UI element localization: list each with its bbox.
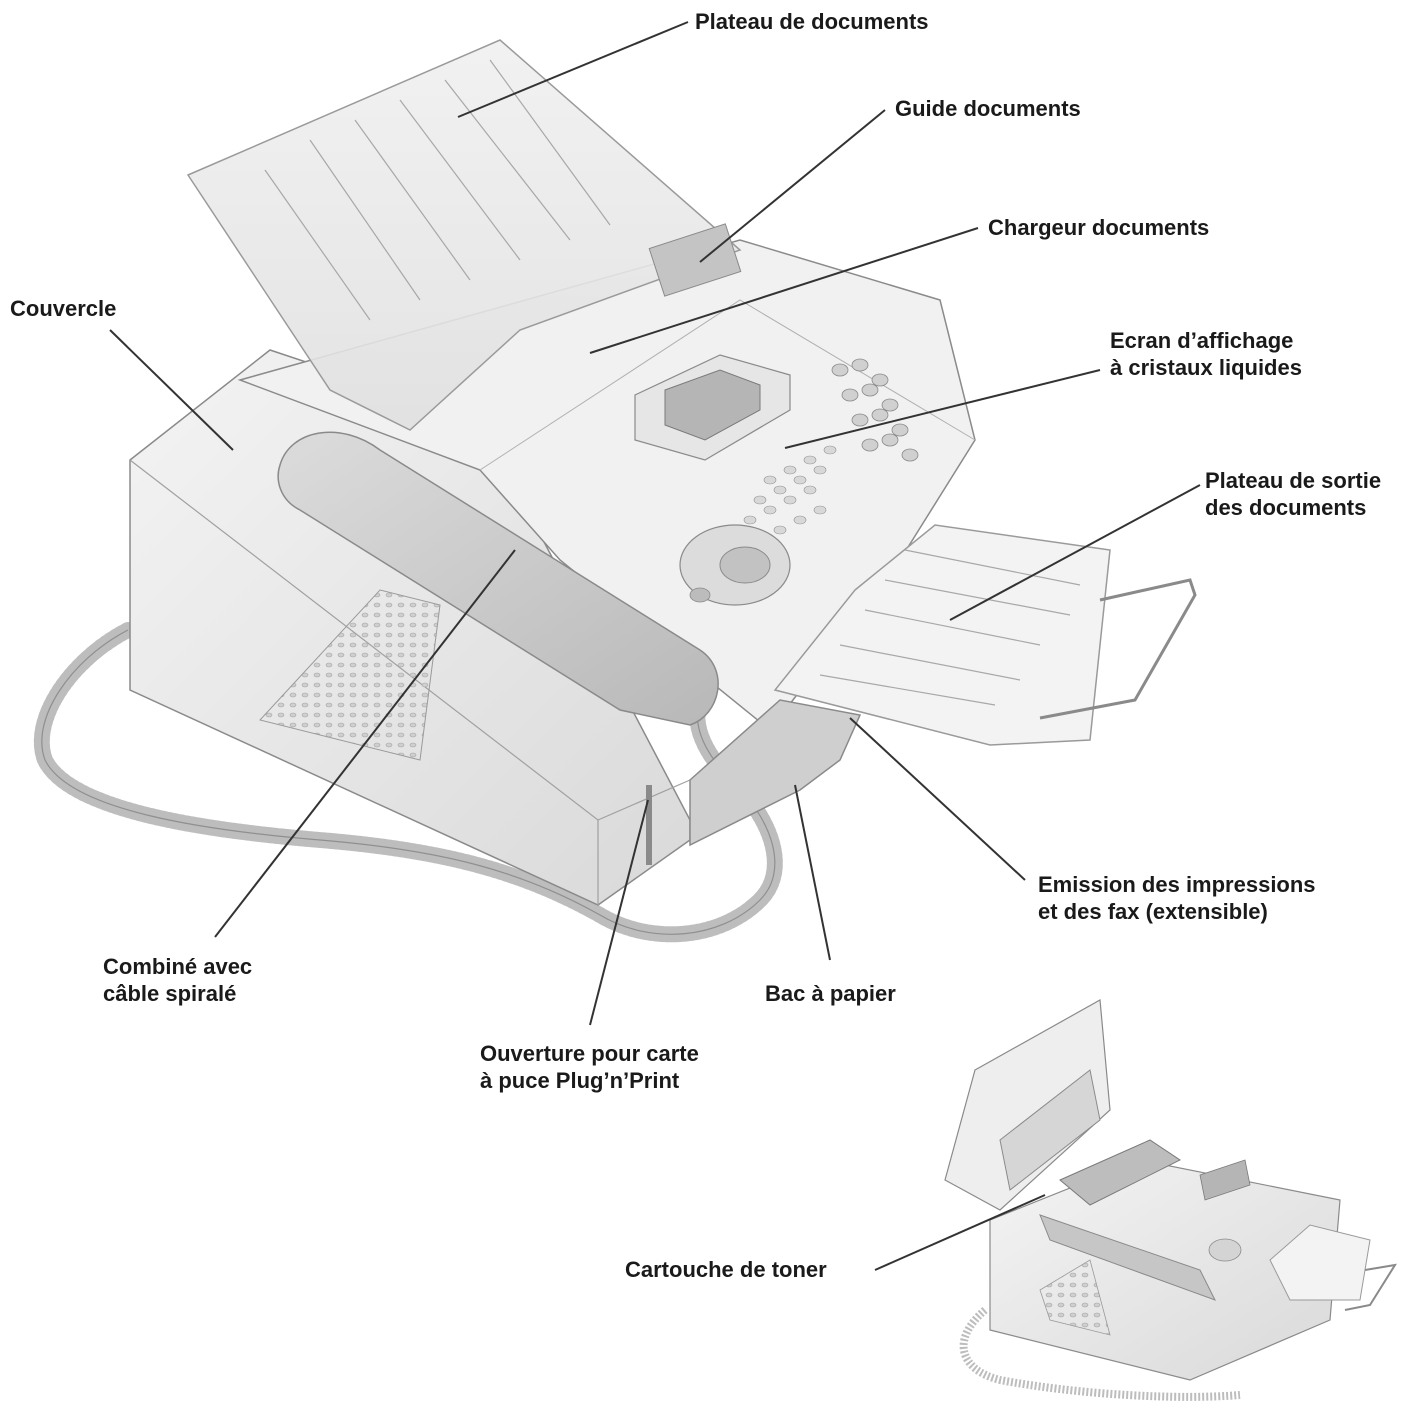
label-ecran-affichage: Ecran d’affichage à cristaux liquides [1110,327,1302,381]
label-text: Plateau de documents [695,9,929,34]
leader-combine [214,549,516,938]
label-line-2: et des fax (extensible) [1038,899,1268,924]
speaker-grill [259,589,441,761]
handset [277,431,719,726]
leader-bac-papier [794,784,831,961]
label-line-2: câble spiralé [103,981,237,1006]
label-line-1: Plateau de sortie [1205,468,1382,493]
leader-chargeur-documents [589,227,979,354]
paper-tray [689,699,862,847]
main-fax [33,39,1197,943]
label-line-2: des documents [1205,495,1367,520]
label-cartouche-toner: Cartouche de toner [625,1256,827,1283]
label-ouverture-carte: Ouverture pour carte à puce Plug’n’Print [480,1040,699,1094]
card-slot [646,785,652,865]
label-line-1: Emission des impressions [1038,872,1316,897]
label-guide-documents: Guide documents [895,95,1081,122]
label-line-2: à puce Plug’n’Print [480,1068,680,1093]
leader-couvercle [109,329,234,451]
label-couvercle: Couvercle [10,295,116,322]
label-text: Chargeur documents [988,215,1210,240]
tray-extender [1039,578,1197,720]
leader-guide-documents [699,109,886,263]
label-plateau-sortie: Plateau de sortie des documents [1205,467,1381,521]
label-line-2: à cristaux liquides [1110,355,1302,380]
leader-cartouche [874,1194,1046,1271]
document-tray [186,39,742,431]
label-text: Cartouche de toner [625,1257,827,1282]
label-line-1: Ouverture pour carte [480,1041,699,1066]
leader-ouverture [589,799,649,1026]
keypad [831,358,919,462]
leader-ecran [784,369,1101,449]
label-chargeur-documents: Chargeur documents [988,214,1209,241]
label-combine: Combiné avec câble spiralé [103,953,252,1007]
label-plateau-documents: Plateau de documents [695,8,929,35]
document-guide [648,223,742,297]
leader-lines [109,21,1201,1271]
label-line-1: Combiné avec [103,954,253,979]
output-tray [773,524,1111,746]
label-text: Guide documents [895,96,1081,121]
small-fax-toner [1059,1139,1181,1206]
small-fax-open-lid [944,999,1111,1211]
label-emission: Emission des impressions et des fax (ext… [1038,871,1316,925]
label-text: Bac à papier [765,981,896,1006]
leader-plateau-documents [457,21,689,118]
label-line-1: Ecran d’affichage [1110,328,1294,353]
label-text: Couvercle [10,296,117,321]
leader-sortie [949,484,1201,621]
leader-emission [849,717,1026,881]
small-fax [944,999,1398,1401]
label-bac-papier: Bac à papier [765,980,896,1007]
